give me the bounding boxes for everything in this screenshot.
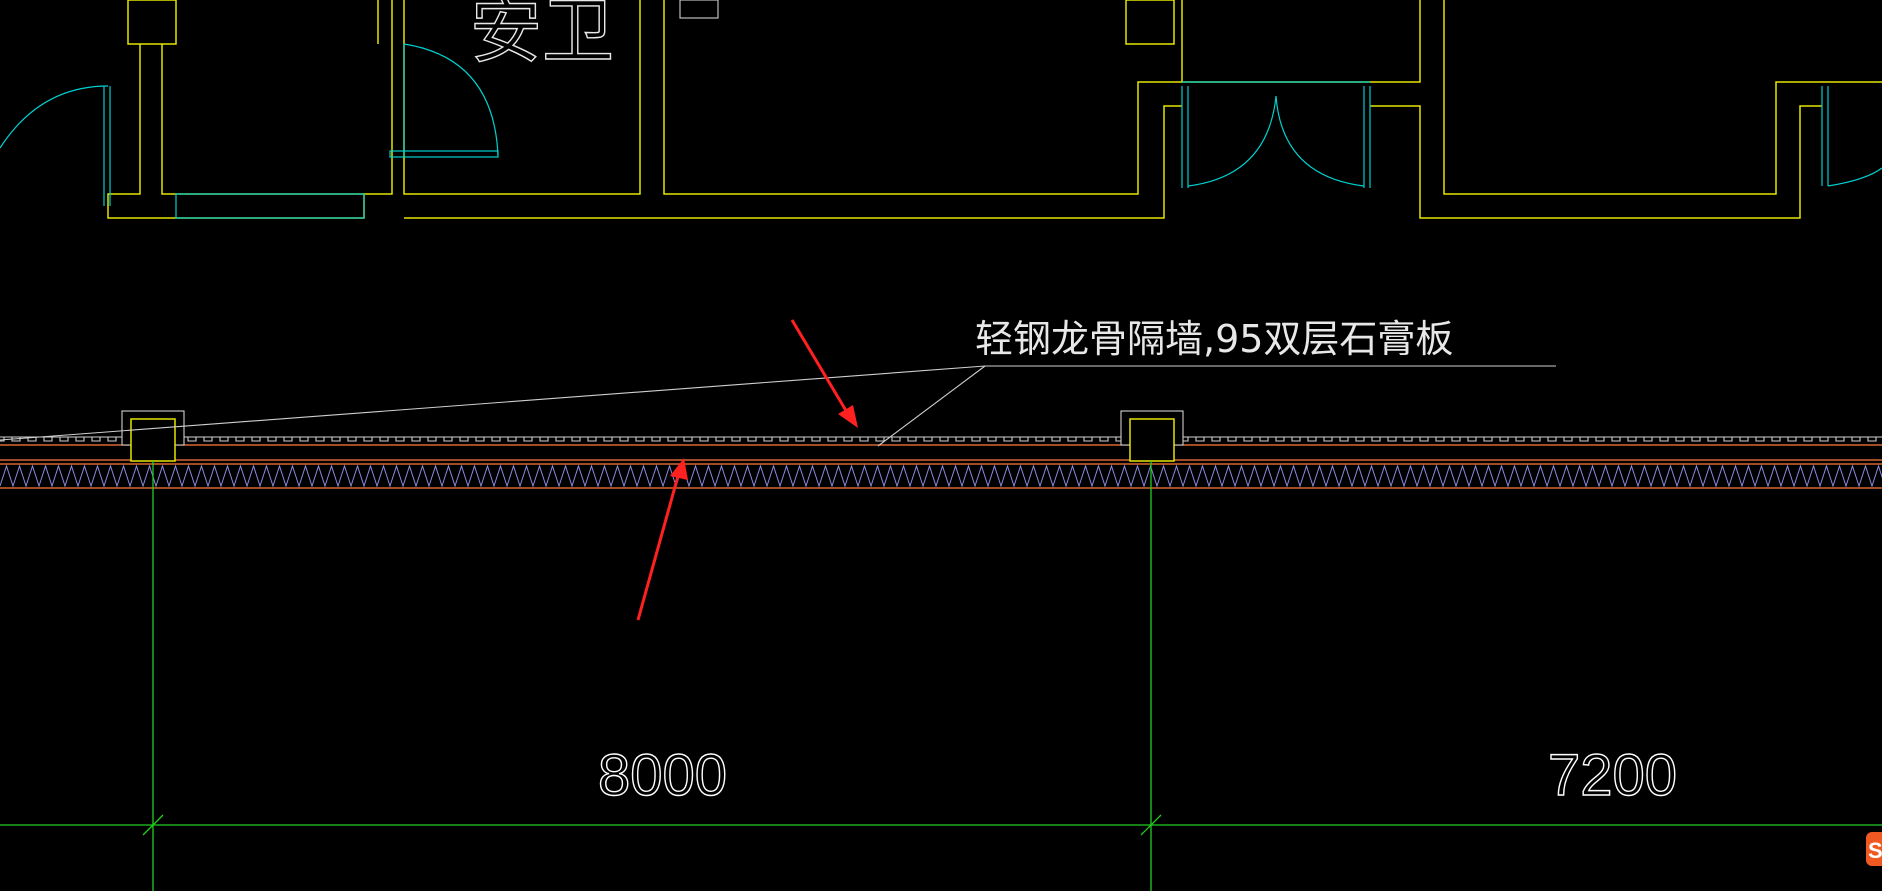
annotation-leader xyxy=(0,365,1556,447)
floor-plan-doors xyxy=(0,43,1882,219)
partition-annotation: 轻钢龙骨隔墙,95双层石膏板 xyxy=(975,317,1453,361)
wall-far-right xyxy=(1443,0,1882,195)
dimension-tick-2 xyxy=(1140,814,1162,836)
wall-left-room xyxy=(107,0,393,219)
structural-columns xyxy=(121,410,1184,462)
double-door-swing-r xyxy=(1275,95,1365,187)
dimension-7200: 7200 xyxy=(1548,743,1677,808)
arrow-upper-shaft xyxy=(790,319,850,415)
window-left-room xyxy=(175,193,365,219)
door-swing-right xyxy=(1827,167,1882,187)
insulation-hatch xyxy=(0,464,1882,488)
arrow-lower-head xyxy=(670,458,688,480)
floor-plan-walls xyxy=(107,0,1882,219)
column-top-center xyxy=(1125,0,1175,45)
app-logo-icon[interactable]: S xyxy=(1866,832,1882,866)
dimension-8000: 8000 xyxy=(598,743,727,808)
callout-arrows xyxy=(636,319,858,621)
wall-right-top xyxy=(1182,0,1421,83)
column-center xyxy=(1129,418,1175,462)
dimension-tick-1 xyxy=(142,814,164,836)
door-swing-bathroom xyxy=(403,43,499,157)
column-left xyxy=(130,418,176,462)
leader-long xyxy=(0,365,986,441)
partition-wall xyxy=(0,436,1882,489)
arrow-lower-shaft xyxy=(636,475,680,621)
fixture-box xyxy=(679,0,719,19)
axis-grid xyxy=(0,461,1882,891)
wall-middle-room xyxy=(663,0,1183,195)
door-threshold-bathroom xyxy=(389,150,499,158)
wall-corridor xyxy=(404,105,1182,219)
stud-pattern xyxy=(0,436,1882,442)
door-swing-left xyxy=(0,85,109,149)
wall-right-room xyxy=(1370,105,1822,219)
room-label: 安卫 xyxy=(470,0,614,73)
wall-left-room-inner xyxy=(161,44,364,195)
double-door-swing-l xyxy=(1187,95,1277,187)
arrow-upper-head xyxy=(838,405,858,428)
svg-text:S: S xyxy=(1868,838,1882,863)
leader-pointer xyxy=(877,365,986,447)
column-top-left xyxy=(127,0,177,45)
